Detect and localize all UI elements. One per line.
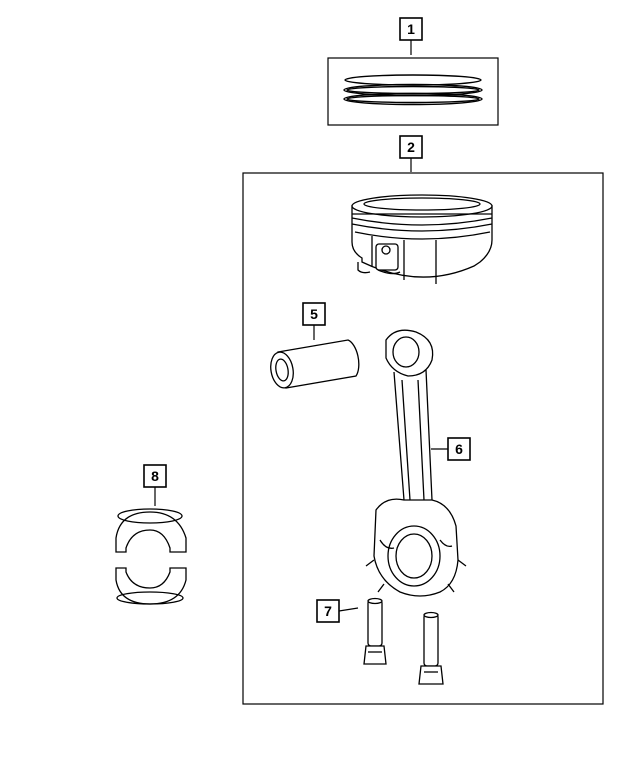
svg-text:8: 8 — [151, 468, 159, 484]
piston-assembly-box — [242, 172, 604, 705]
svg-text:6: 6 — [455, 441, 463, 457]
bolt-illustration-right — [418, 611, 444, 685]
bolt-illustration-left — [363, 597, 387, 665]
callout-8[interactable]: 8 — [143, 464, 167, 506]
piston-rings-box — [327, 57, 499, 126]
connecting-rod-illustration — [365, 329, 467, 597]
callout-5[interactable]: 5 — [302, 302, 326, 340]
bearing-illustration — [115, 508, 187, 605]
svg-text:5: 5 — [310, 306, 318, 322]
callout-1[interactable]: 1 — [399, 17, 423, 55]
piston-pin-illustration — [270, 339, 360, 389]
svg-text:1: 1 — [407, 21, 415, 37]
callout-6[interactable]: 6 — [431, 437, 471, 461]
svg-text:2: 2 — [407, 139, 415, 155]
callout-2[interactable]: 2 — [399, 135, 423, 172]
callout-7[interactable]: 7 — [316, 599, 359, 623]
piston-rings-illustration — [343, 74, 483, 106]
piston-illustration — [351, 194, 493, 284]
svg-text:7: 7 — [324, 603, 332, 619]
